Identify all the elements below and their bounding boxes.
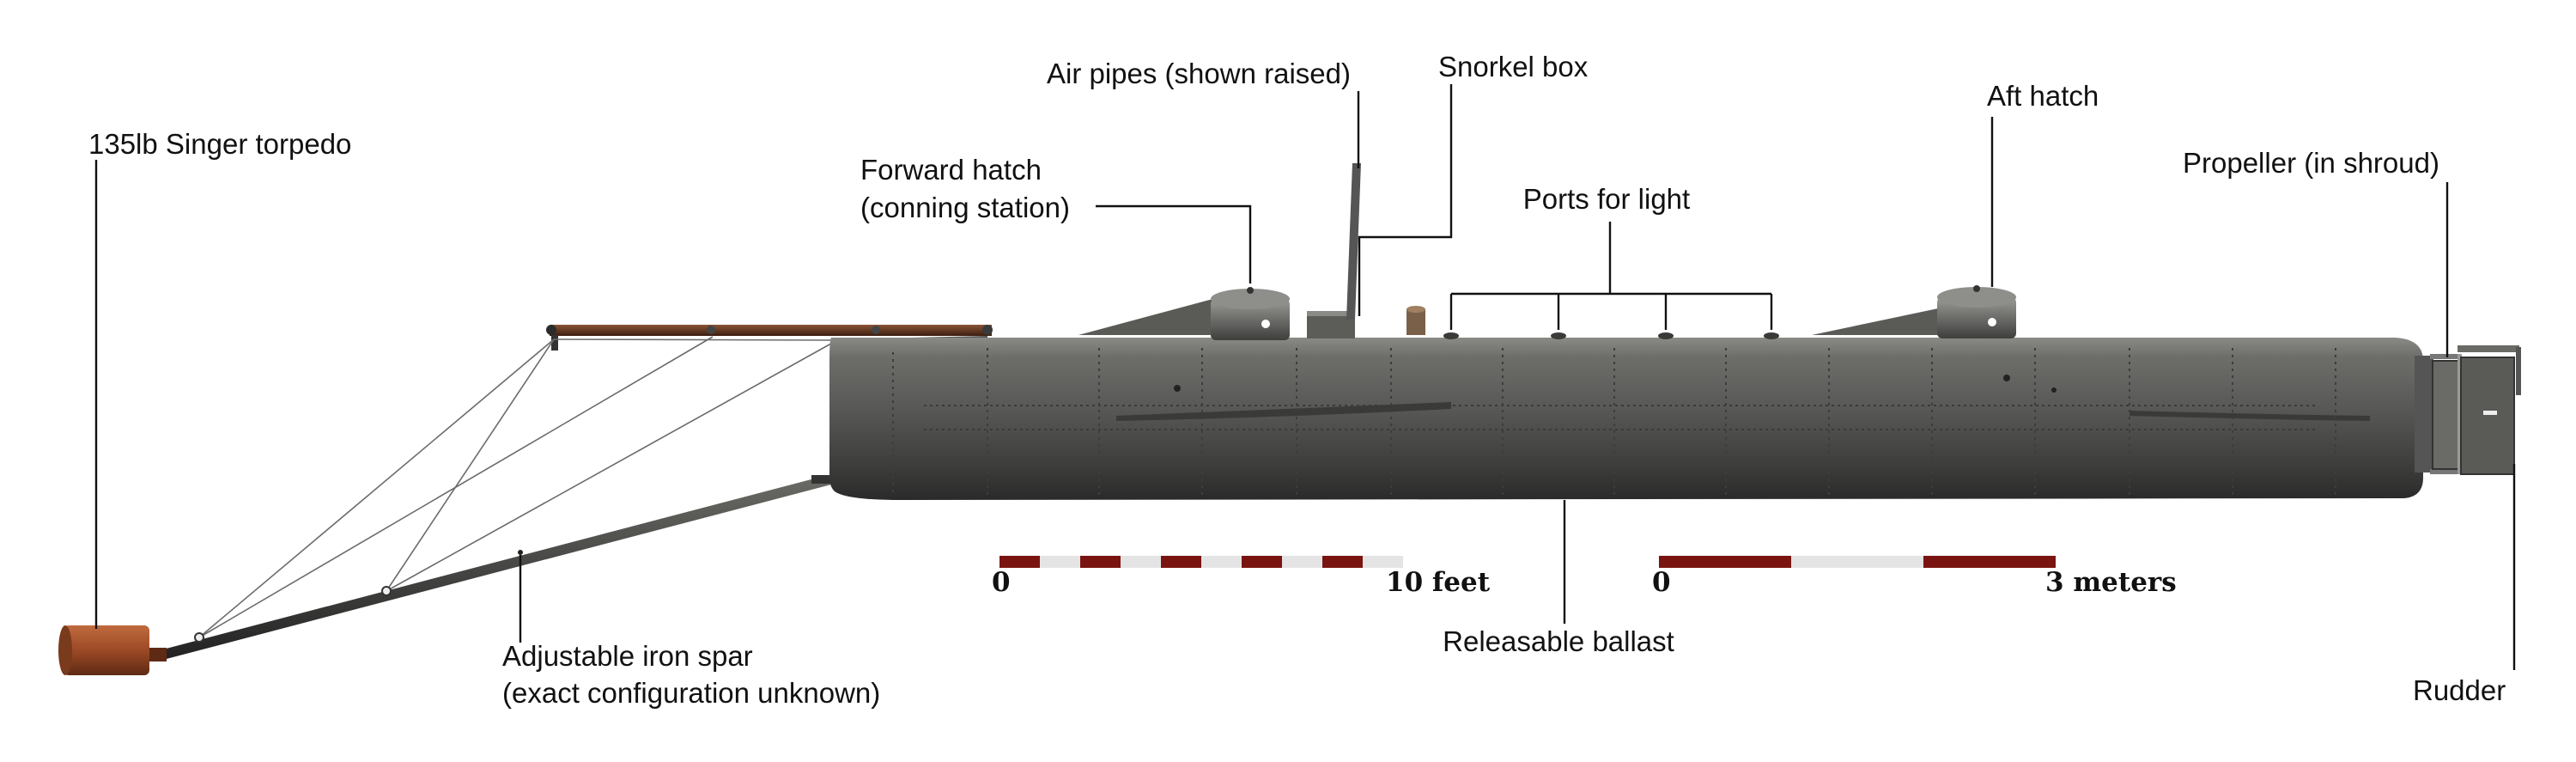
label-ballast: Releasable ballast	[1443, 625, 1674, 657]
leader-snorkel-box	[1358, 84, 1453, 316]
label-forward-hatch-line1: Forward hatch	[860, 154, 1042, 186]
label-ports: Ports for light	[1523, 183, 1690, 215]
singer-torpedo	[58, 625, 167, 675]
spar-boom	[546, 325, 993, 351]
rudder	[2460, 347, 2521, 475]
air-pipes	[1346, 163, 1361, 320]
submarine	[58, 163, 2521, 675]
label-rudder: Rudder	[2413, 674, 2506, 706]
label-air-pipes: Air pipes (shown raised)	[1047, 58, 1351, 89]
stay-wires	[198, 336, 838, 638]
label-aft-hatch: Aft hatch	[1987, 80, 2099, 112]
feet-scale-end: 10 feet	[1386, 567, 1491, 598]
leader-lines	[94, 84, 2516, 670]
deck-cap	[1406, 306, 1425, 335]
iron-spar	[156, 475, 833, 660]
label-propeller: Propeller (in shroud)	[2183, 147, 2439, 179]
aft-hatch	[1937, 285, 2016, 338]
label-spar-line2: (exact configuration unknown)	[502, 677, 880, 709]
forward-hatch	[1211, 287, 1290, 340]
meters-scale-end: 3 meters	[2045, 567, 2177, 598]
label-forward-hatch-line2: (conning station)	[860, 192, 1070, 223]
light-ports	[1443, 332, 1779, 339]
meters-scale: 0 3 meters	[1652, 556, 2177, 598]
propeller-shroud	[2415, 345, 2519, 474]
feet-scale-start: 0	[992, 567, 1011, 598]
callout-labels: 135lb Singer torpedo Air pipes (shown ra…	[88, 51, 2506, 709]
hull	[829, 297, 2423, 500]
meters-scale-start: 0	[1652, 567, 1671, 598]
leader-forward-hatch	[1096, 204, 1252, 283]
leader-ports	[1449, 222, 1773, 330]
feet-scale: 0 10 feet	[992, 556, 1491, 598]
label-snorkel-box: Snorkel box	[1438, 51, 1589, 82]
label-torpedo: 135lb Singer torpedo	[88, 128, 351, 160]
label-spar-line1: Adjustable iron spar	[502, 640, 753, 672]
